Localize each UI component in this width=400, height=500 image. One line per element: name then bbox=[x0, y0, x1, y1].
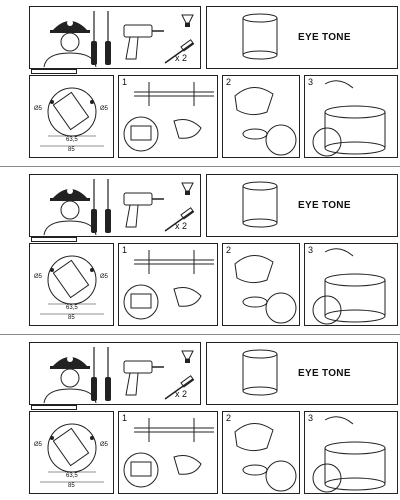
step-3-panel: 3 bbox=[304, 411, 398, 494]
step-number-3: 3 bbox=[308, 77, 314, 87]
step-number-3: 3 bbox=[308, 413, 314, 423]
dimensions-panel: Ø5 Ø5 63,5 85 bbox=[29, 243, 114, 326]
step-1-panel: 1 bbox=[118, 75, 218, 158]
screwdriver-flat-icon bbox=[91, 347, 97, 401]
step-number-3: 3 bbox=[308, 245, 314, 255]
cylinder-assembly-illustration bbox=[312, 248, 386, 325]
wall-plug-icon bbox=[164, 207, 195, 232]
ceiling-drilling-illustration bbox=[123, 418, 214, 488]
product-title: EYE TONE bbox=[298, 368, 351, 379]
ruler-icon bbox=[31, 69, 77, 74]
instruction-sheet-1: x 2 EYE TONE Ø5 Ø5 63,5 85 1 bbox=[0, 0, 400, 163]
hole-diameter-left: Ø5 bbox=[34, 106, 43, 112]
cylinder-assembly-illustration bbox=[312, 80, 386, 157]
step-1-panel: 1 bbox=[118, 411, 218, 494]
bulb-icon bbox=[181, 14, 194, 27]
cylinder-assembly-illustration bbox=[312, 416, 386, 493]
hole-spacing-label: 63,5 bbox=[66, 473, 78, 479]
hole-diameter-left: Ø5 bbox=[34, 442, 43, 448]
fixing-quantity-label: x 2 bbox=[175, 221, 188, 231]
step-2-panel: 2 bbox=[222, 243, 300, 326]
step-3-panel: 3 bbox=[304, 75, 398, 158]
hole-diameter-right: Ø5 bbox=[100, 274, 109, 280]
screwdriver-flat-icon bbox=[91, 11, 97, 65]
step-number-1: 1 bbox=[122, 413, 128, 423]
screwdriver-phillips-icon bbox=[105, 11, 111, 65]
step-number-2: 2 bbox=[226, 413, 232, 423]
power-drill-icon bbox=[123, 24, 164, 60]
instruction-sheet-3: x 2 EYE TONE Ø5 Ø5 63,5 85 1 bbox=[0, 336, 400, 499]
tools-panel: x 2 bbox=[29, 6, 201, 69]
hole-diameter-left: Ø5 bbox=[34, 274, 43, 280]
step-number-1: 1 bbox=[122, 245, 128, 255]
installer-helmet-icon bbox=[43, 20, 97, 68]
cut-line bbox=[0, 166, 400, 167]
ruler-icon bbox=[31, 405, 77, 410]
product-panel: EYE TONE bbox=[206, 342, 398, 405]
cut-line bbox=[0, 334, 400, 335]
base-plate-drawing bbox=[40, 87, 104, 147]
hole-spacing-label: 63,5 bbox=[66, 305, 78, 311]
step-2-panel: 2 bbox=[222, 75, 300, 158]
dimensions-panel: Ø5 Ø5 63,5 85 bbox=[29, 411, 114, 494]
power-drill-icon bbox=[123, 192, 164, 228]
wall-plug-icon bbox=[164, 375, 195, 400]
step-3-panel: 3 bbox=[304, 243, 398, 326]
bulb-icon bbox=[181, 182, 194, 195]
screwdriver-flat-icon bbox=[91, 179, 97, 233]
base-width-label: 85 bbox=[68, 315, 75, 321]
product-title: EYE TONE bbox=[298, 32, 351, 43]
fixing-quantity-label: x 2 bbox=[175, 53, 188, 63]
dimensions-panel: Ø5 Ø5 63,5 85 bbox=[29, 75, 114, 158]
step-number-1: 1 bbox=[122, 77, 128, 87]
hole-diameter-right: Ø5 bbox=[100, 442, 109, 448]
screwdriver-phillips-icon bbox=[105, 179, 111, 233]
bulb-icon bbox=[181, 350, 194, 363]
product-title: EYE TONE bbox=[298, 200, 351, 211]
base-width-label: 85 bbox=[68, 483, 75, 489]
base-plate-drawing bbox=[40, 423, 104, 483]
fixture-mounting-illustration bbox=[234, 87, 297, 156]
installer-helmet-icon bbox=[43, 356, 97, 404]
ruler-icon bbox=[31, 237, 77, 242]
fixture-mounting-illustration bbox=[234, 255, 297, 324]
tools-panel: x 2 bbox=[29, 174, 201, 237]
power-drill-icon bbox=[123, 360, 164, 396]
hole-diameter-right: Ø5 bbox=[100, 106, 109, 112]
ceiling-drilling-illustration bbox=[123, 82, 214, 152]
step-number-2: 2 bbox=[226, 77, 232, 87]
product-panel: EYE TONE bbox=[206, 6, 398, 69]
screwdriver-phillips-icon bbox=[105, 347, 111, 401]
cylinder-downlight-illustration bbox=[242, 349, 278, 396]
fixing-quantity-label: x 2 bbox=[175, 389, 188, 399]
tools-panel: x 2 bbox=[29, 342, 201, 405]
hole-spacing-label: 63,5 bbox=[66, 137, 78, 143]
base-width-label: 85 bbox=[68, 147, 75, 153]
instruction-sheet-2: x 2 EYE TONE Ø5 Ø5 63,5 85 1 bbox=[0, 168, 400, 331]
installer-helmet-icon bbox=[43, 188, 97, 236]
step-2-panel: 2 bbox=[222, 411, 300, 494]
cylinder-downlight-illustration bbox=[242, 181, 278, 228]
step-1-panel: 1 bbox=[118, 243, 218, 326]
base-plate-drawing bbox=[40, 255, 104, 315]
fixture-mounting-illustration bbox=[234, 423, 297, 492]
product-panel: EYE TONE bbox=[206, 174, 398, 237]
ceiling-drilling-illustration bbox=[123, 250, 214, 320]
step-number-2: 2 bbox=[226, 245, 232, 255]
wall-plug-icon bbox=[164, 39, 195, 64]
cylinder-downlight-illustration bbox=[242, 13, 278, 60]
